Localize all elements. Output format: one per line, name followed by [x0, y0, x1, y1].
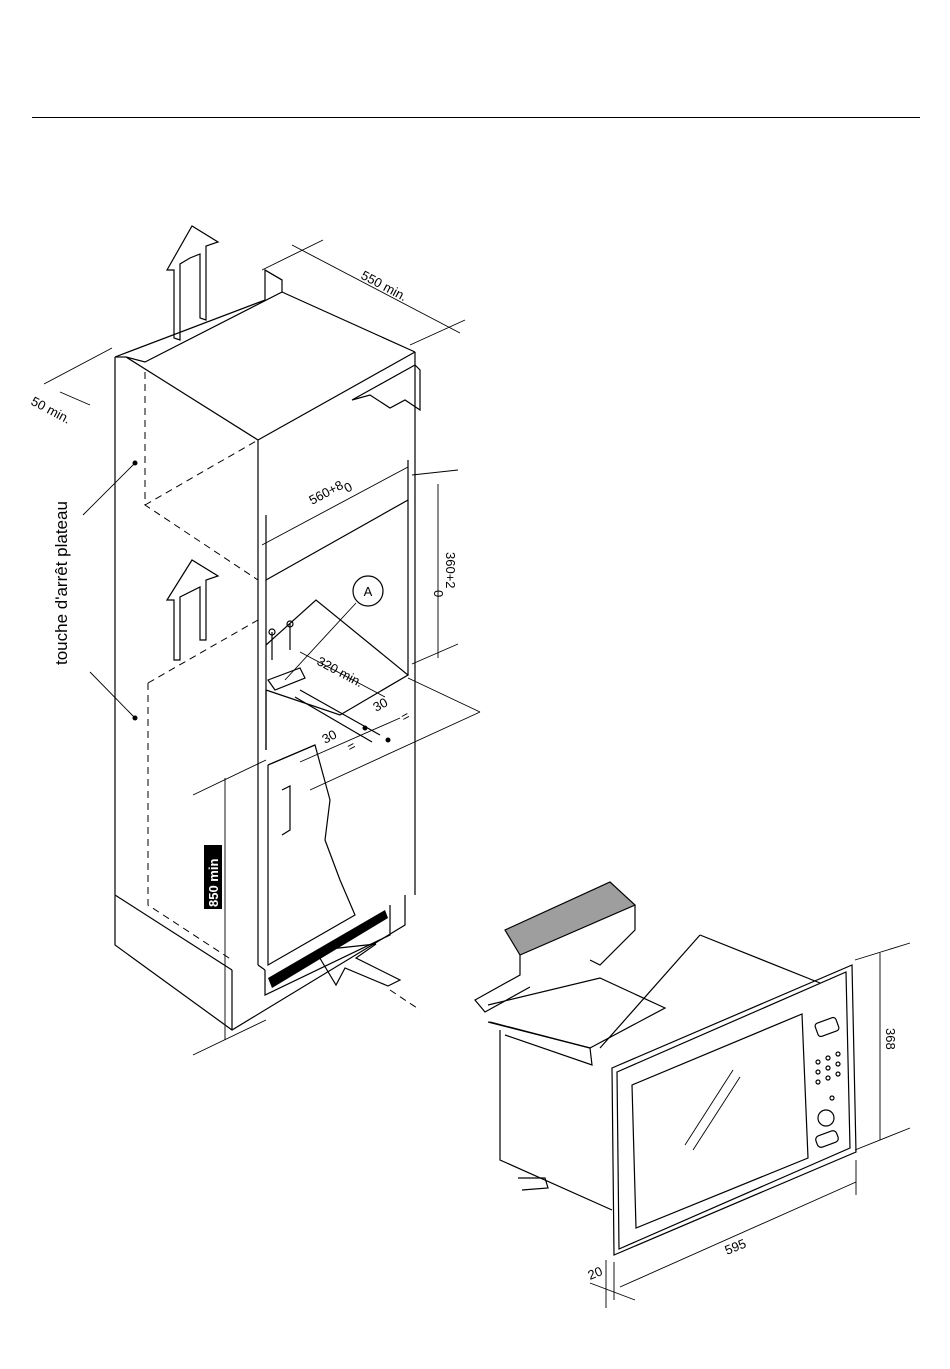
dim-equal-a: = — [398, 708, 412, 725]
dim-oven-width-label: 595 — [723, 1236, 749, 1258]
dim-base-depth-label: 320 min. — [315, 653, 366, 690]
tall-cabinet — [83, 270, 420, 1030]
airflow-up-middle-arrow-icon — [167, 560, 218, 660]
dim-oven-width: 595 — [614, 1160, 856, 1300]
dim-oven-height-label: 368 — [883, 1028, 898, 1050]
dim-offset-b: 30 — [319, 727, 339, 747]
dim-depth-label: 550 min. — [359, 267, 410, 304]
dim-frame-depth-label: 20 — [586, 1263, 605, 1282]
callout-a-label: A — [364, 584, 373, 599]
dim-side-gap-label: 50 min. — [29, 393, 74, 426]
airflow-up-top-arrow-icon — [167, 226, 218, 340]
dim-niche-height-tol: 0 — [431, 590, 446, 597]
screw-icon — [269, 621, 293, 660]
built-in-oven — [475, 882, 856, 1255]
dim-equal-b: = — [344, 738, 358, 755]
dim-niche-height-label: 360+2 — [443, 552, 458, 589]
dim-oven-height: 368 — [855, 943, 910, 1150]
dim-floor-height-label: 850 min — [206, 859, 221, 907]
dim-niche-width: 560+8 0 — [262, 467, 408, 545]
dim-niche-width-tol: 0 — [341, 479, 354, 496]
airflow-intake-arrow-icon — [318, 944, 420, 1010]
dim-offsets: 30 30 = = — [300, 678, 480, 790]
dim-base-depth: 320 min. — [300, 652, 385, 697]
dim-side-gap: 50 min. — [29, 348, 112, 427]
dim-floor-height: 850 min — [193, 760, 266, 1055]
dim-offset-a: 30 — [370, 695, 390, 715]
side-label: touche d'arrêt plateau — [52, 501, 71, 665]
dim-niche-height: 360+2 0 — [412, 470, 458, 664]
